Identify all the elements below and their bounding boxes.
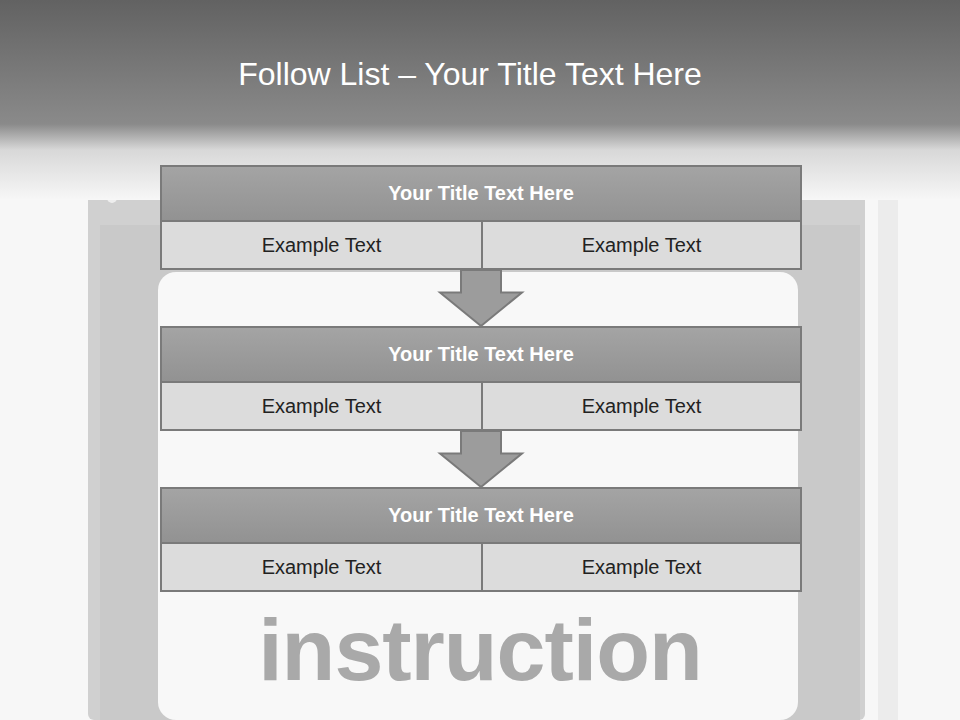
cell-text: Example Text	[582, 234, 702, 257]
step-heading: Your Title Text Here	[162, 328, 800, 383]
cell-text: Example Text	[262, 234, 382, 257]
text-cell: Example Text	[481, 544, 800, 590]
step-heading: Your Title Text Here	[162, 167, 800, 222]
cell-text: Example Text	[582, 395, 702, 418]
text-cell: Example Text	[162, 544, 481, 590]
cell-text: Example Text	[582, 556, 702, 579]
slide-title: Follow List – Your Title Text Here	[100, 52, 840, 96]
text-cell: Example Text	[162, 222, 481, 268]
step-box: Your Title Text HereExample Text Example …	[160, 165, 802, 270]
text-cell: Example Text	[481, 383, 800, 429]
step-box: Your Title Text HereExample Text Example …	[160, 326, 802, 431]
heading-text: Your Title Text Here	[388, 182, 574, 205]
block-arrow	[440, 431, 522, 487]
cell-text: Example Text	[262, 395, 382, 418]
heading-text: Your Title Text Here	[388, 343, 574, 366]
block-arrow	[440, 270, 522, 326]
watermark-text: instruction	[160, 600, 800, 700]
text-cell: Example Text	[481, 222, 800, 268]
step-box: Your Title Text HereExample Text Example …	[160, 487, 802, 592]
step-heading: Your Title Text Here	[162, 489, 800, 544]
cell-text: Example Text	[262, 556, 382, 579]
heading-text: Your Title Text Here	[388, 504, 574, 527]
text-cell: Example Text	[162, 383, 481, 429]
